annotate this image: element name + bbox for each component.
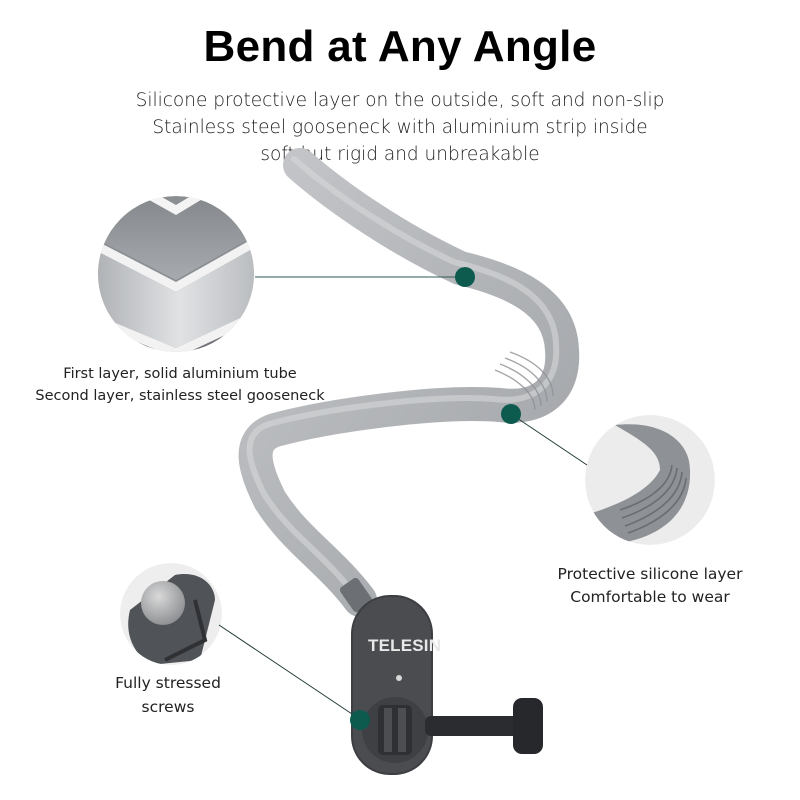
callout-silicone-layer-line-2: Comfortable to wear xyxy=(570,588,730,606)
callout-inner-layers-line-2: Second layer, stainless steel gooseneck xyxy=(35,388,325,404)
subtitle-line-2: Stainless steel gooseneck with aluminium… xyxy=(152,117,648,138)
callout-screws-line-1: Fully stressed xyxy=(115,674,221,692)
gooseneck-tube xyxy=(238,148,580,617)
callout-silicone-layer: Protective silicone layer Comfortable to… xyxy=(535,563,765,609)
callout-screws: Fully stressed screws xyxy=(88,671,248,719)
silicone-layer-zoom-circle xyxy=(585,415,715,545)
callout-inner-layers: First layer, solid aluminium tube Second… xyxy=(10,363,350,407)
page-title: Bend at Any Angle xyxy=(203,22,597,71)
callout-screws-line-2: screws xyxy=(141,698,195,716)
marker-dot-2 xyxy=(501,404,521,424)
leader-line-2 xyxy=(510,413,588,466)
marker-dot-3 xyxy=(350,710,370,730)
callout-silicone-layer-line-1: Protective silicone layer xyxy=(557,565,743,583)
mount-body xyxy=(339,577,543,775)
brand-logo: TELESIN xyxy=(368,636,442,655)
subtitle-line-1: Silicone protective layer on the outside… xyxy=(135,90,665,111)
leader-line-3 xyxy=(218,624,359,719)
subtitle-line-3: soft but rigid and unbreakable xyxy=(260,144,540,165)
marker-dot-1 xyxy=(455,267,475,287)
screws-zoom-circle xyxy=(120,563,222,665)
callout-inner-layers-line-1: First layer, solid aluminium tube xyxy=(63,366,297,382)
inner-layers-zoom-circle xyxy=(98,196,254,352)
